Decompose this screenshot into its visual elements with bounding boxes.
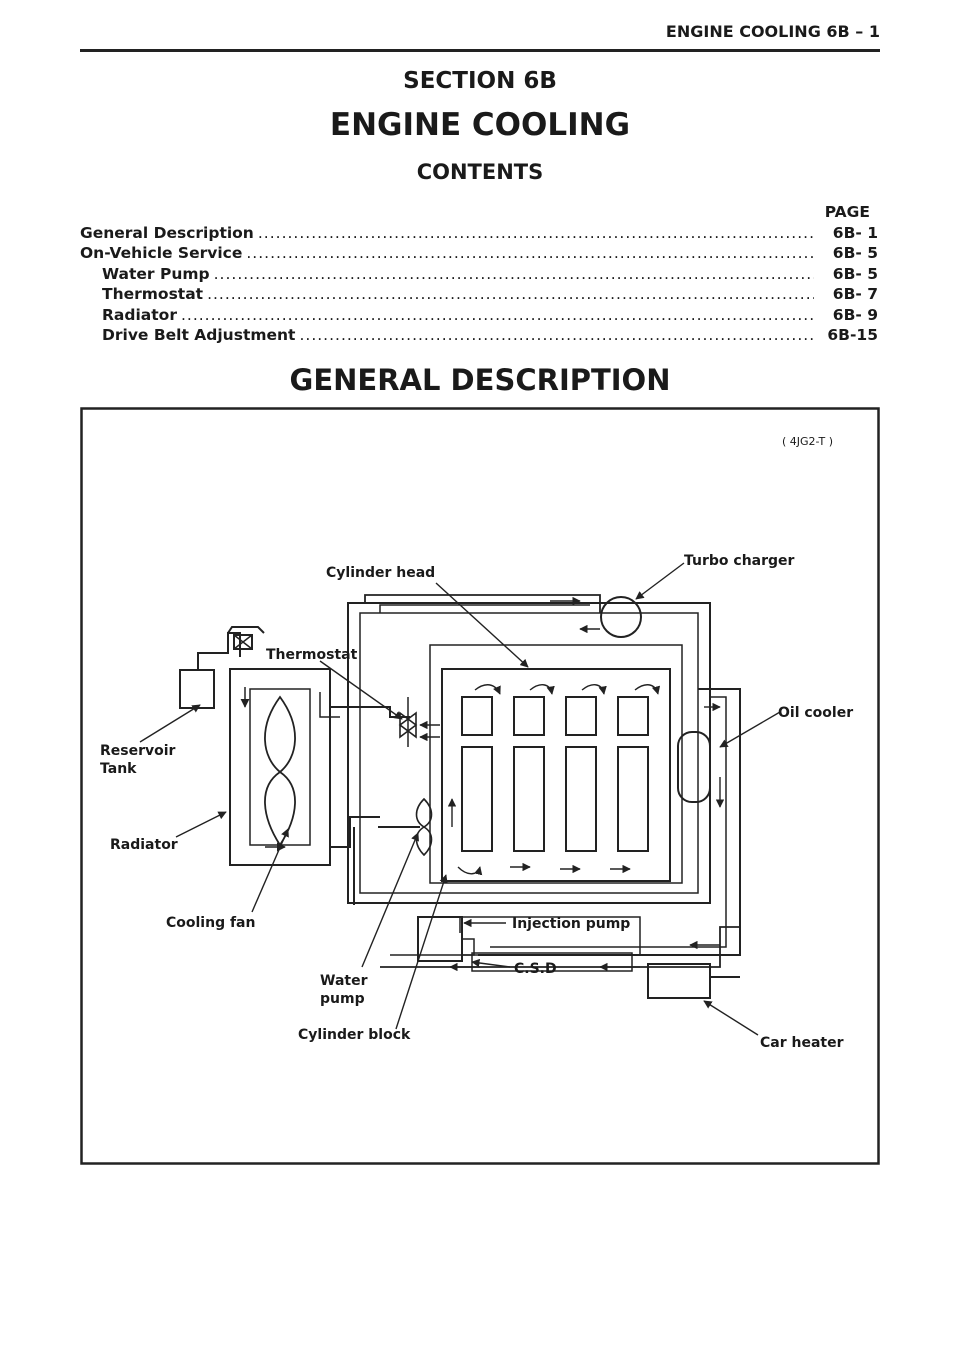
toc-leader-dots bbox=[258, 223, 814, 243]
toc-entry-label: Drive Belt Adjustment bbox=[102, 325, 296, 344]
toc-entry-water-pump[interactable]: Water Pump 6B- 5 bbox=[80, 264, 878, 284]
toc-leader-dots bbox=[214, 264, 814, 284]
radiator-label: Radiator bbox=[110, 837, 178, 853]
toc-leader-dots bbox=[246, 243, 814, 263]
toc-leader-dots bbox=[299, 325, 814, 345]
turbo-charger-shape bbox=[600, 596, 642, 638]
radiator-cap bbox=[233, 634, 253, 650]
cylinder-block-shape bbox=[441, 668, 671, 882]
thermostat-label: Thermostat bbox=[266, 647, 358, 663]
model-code-label: ( 4JG2-T ) bbox=[782, 435, 833, 448]
toc-entry-label: Water Pump bbox=[102, 264, 210, 283]
oil-cooler-label: Oil cooler bbox=[778, 705, 853, 721]
toc-entry-label: Radiator bbox=[102, 305, 177, 324]
cylinder-head-label: Cylinder head bbox=[326, 565, 435, 581]
toc-entry-label: On-Vehicle Service bbox=[80, 244, 243, 263]
toc-entry-drive-belt-adjustment[interactable]: Drive Belt Adjustment 6B-15 bbox=[80, 325, 878, 345]
toc-entry-page: 6B- 1 bbox=[832, 224, 878, 242]
general-description-heading: GENERAL DESCRIPTION bbox=[289, 363, 671, 397]
reservoir-tank-label-line1: Reservoir bbox=[100, 743, 176, 759]
water-pump-label-line1: Water bbox=[320, 973, 368, 989]
toc-entry-page: 6B- 9 bbox=[832, 305, 878, 324]
cooling-fan-shape bbox=[264, 695, 296, 847]
header-rule bbox=[80, 49, 880, 52]
cylinder-block-label: Cylinder block bbox=[298, 1027, 411, 1043]
toc-entry-thermostat[interactable]: Thermostat 6B- 7 bbox=[80, 284, 878, 304]
cooling-system-diagram: ( 4JG2-T ) Cylinder head Turbo charger T… bbox=[80, 407, 880, 1165]
toc-entry-label: Thermostat bbox=[102, 285, 204, 304]
toc-leader-dots bbox=[181, 305, 814, 325]
car-heater-shape bbox=[647, 963, 711, 999]
toc-entry-page: 6B-15 bbox=[827, 325, 878, 344]
water-pump-label-line2: pump bbox=[320, 991, 365, 1007]
reservoir-hose bbox=[197, 632, 241, 670]
toc-entry-page: 6B- 5 bbox=[832, 244, 878, 263]
toc-entry-radiator[interactable]: Radiator 6B- 9 bbox=[80, 305, 878, 325]
table-of-contents: PAGE General Description 6B- 1 On-Vehicl… bbox=[80, 201, 878, 345]
toc-page-header: PAGE bbox=[824, 203, 870, 221]
toc-entry-page: 6B- 5 bbox=[832, 264, 878, 283]
reservoir-tank-shape bbox=[179, 669, 215, 709]
injection-pump-label: Injection pump bbox=[512, 916, 630, 932]
turbo-charger-label: Turbo charger bbox=[684, 553, 795, 569]
cooling-fan-label: Cooling fan bbox=[166, 915, 255, 931]
radiator-shape bbox=[229, 668, 331, 866]
toc-entry-page: 6B- 7 bbox=[832, 285, 878, 304]
figure-frame bbox=[80, 407, 880, 1165]
oil-cooler-shape bbox=[677, 731, 711, 803]
toc-entry-label: General Description bbox=[80, 224, 254, 242]
reservoir-tank-label-line2: Tank bbox=[100, 761, 137, 777]
running-head: ENGINE COOLING 6B – 1 bbox=[665, 22, 880, 41]
section-number: SECTION 6B bbox=[403, 68, 557, 94]
toc-leader-dots bbox=[207, 284, 814, 304]
car-heater-label: Car heater bbox=[760, 1035, 844, 1051]
section-title: ENGINE COOLING bbox=[329, 107, 631, 143]
engine-outer-loop bbox=[347, 602, 711, 904]
toc-entry-general-description[interactable]: General Description 6B- 1 bbox=[80, 223, 878, 243]
csd-label: C.S.D bbox=[514, 961, 557, 977]
toc-entry-on-vehicle-service[interactable]: On-Vehicle Service 6B- 5 bbox=[80, 243, 878, 263]
contents-heading: CONTENTS bbox=[416, 160, 544, 184]
